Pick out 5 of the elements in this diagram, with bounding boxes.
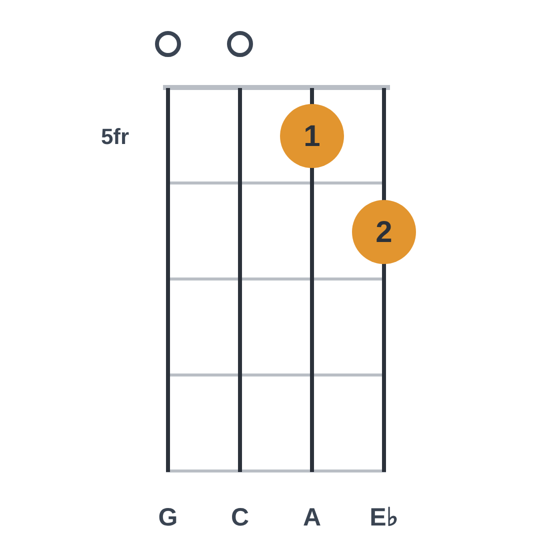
string-name: C [230, 506, 250, 530]
string-name: A [302, 506, 322, 530]
fret-number: 5fr [100, 126, 130, 148]
string-name: G [158, 506, 178, 530]
string-name: E♭ [370, 506, 398, 530]
